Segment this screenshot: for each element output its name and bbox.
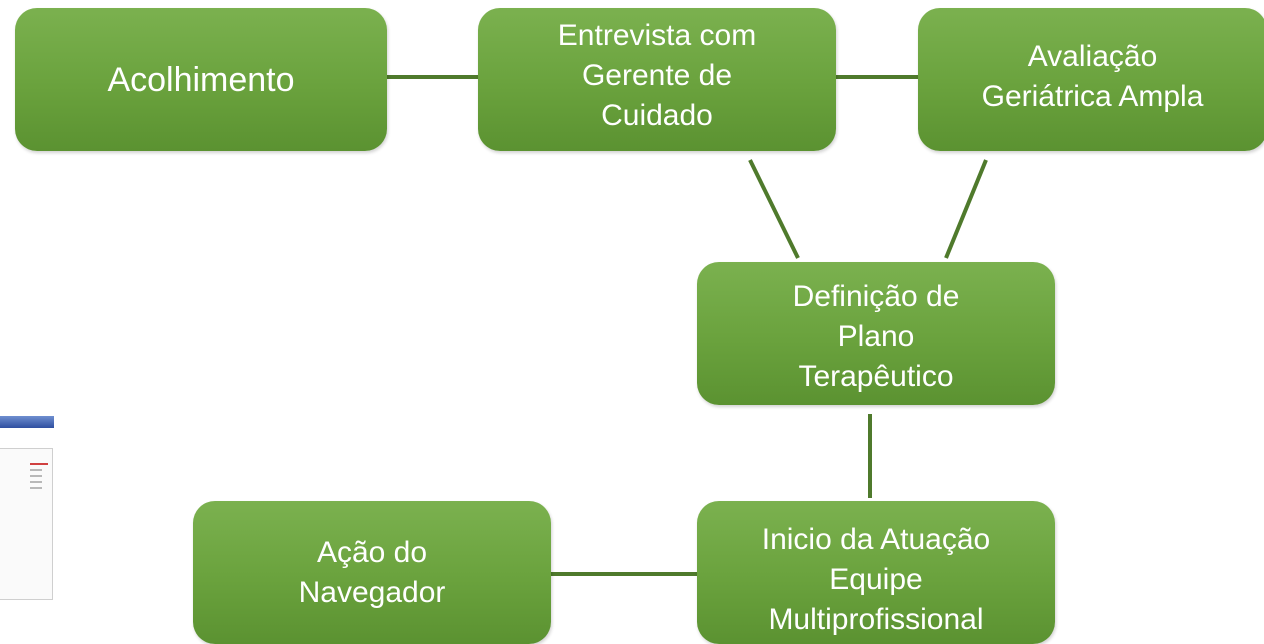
node-definicao-plano-terapeutico: Definição de Plano Terapêutico [697,262,1055,405]
node-label: Acolhimento [107,60,295,99]
thumb-line [30,481,42,483]
calendar-thumbnail [0,448,53,600]
embedded-screenshot-fragment [0,416,54,644]
thumb-line [30,475,42,477]
window-titlebar [0,416,54,428]
node-inicio-atuacao-equipe: Inicio da Atuação Equipe Multiprofission… [697,501,1055,644]
edge-entrevista-definicao [748,159,800,259]
node-label: Inicio da Atuação Equipe Multiprofission… [761,522,991,636]
edge-avaliacao-definicao [944,159,988,259]
node-label: Entrevista com Gerente de Cuidado [557,18,757,132]
node-entrevista-gerente-cuidado: Entrevista com Gerente de Cuidado [478,8,836,151]
node-avaliacao-geriatrica: Avaliação Geriátrica Ampla [918,8,1264,151]
thumb-line [30,463,48,465]
node-label: Ação do Navegador [298,535,446,609]
thumb-line [30,487,42,489]
node-label: Definição de Plano Terapêutico [792,279,960,393]
thumb-line [30,469,42,471]
node-label: Avaliação Geriátrica Ampla [981,39,1204,113]
node-acao-navegador: Ação do Navegador [193,501,551,644]
node-acolhimento: Acolhimento [15,8,387,151]
